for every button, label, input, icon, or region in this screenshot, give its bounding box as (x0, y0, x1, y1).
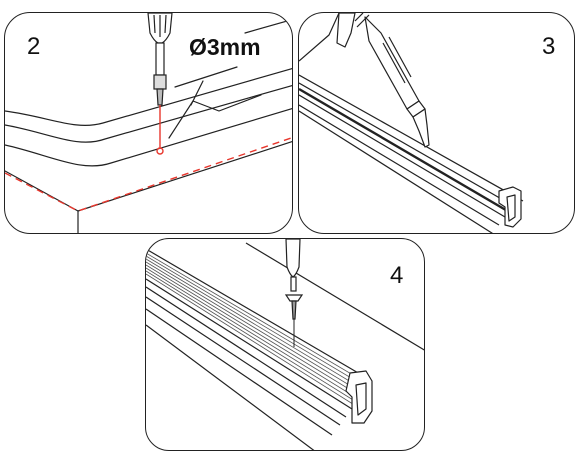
aluminum-profile (146, 296, 341, 426)
caulking-gun-icon (336, 13, 430, 148)
aluminum-profile (146, 308, 333, 436)
screwdriver-icon (284, 239, 304, 320)
aluminum-profile (299, 104, 500, 226)
wall-outline (245, 242, 424, 351)
label-leader-line (168, 94, 262, 139)
step-number: 4 (390, 262, 404, 289)
wall-outline (5, 107, 292, 167)
step-2-panel: 2 Ø3mm (4, 12, 293, 234)
drill-hole-marker (156, 147, 164, 155)
aluminum-profile (146, 286, 347, 418)
label-leader-line (174, 66, 238, 88)
step-3-illustration (299, 13, 524, 233)
step-number: 2 (27, 33, 41, 60)
aluminum-profile (146, 278, 353, 410)
step-4-illustration (146, 239, 424, 450)
mounting-guide-dashed-line (5, 136, 292, 212)
wall-outline (5, 84, 292, 143)
wall-outline (244, 18, 292, 34)
drill-diameter-label: Ø3mm (189, 34, 261, 60)
aluminum-profile (299, 94, 506, 218)
wall-outline (299, 13, 340, 62)
wall-outline (146, 324, 315, 450)
wall-outline (5, 67, 292, 126)
step-3-panel: 3 (298, 12, 575, 234)
profile-end-cap (345, 370, 373, 424)
aluminum-profile (299, 82, 520, 210)
screwdriver-icon (147, 13, 173, 106)
aluminum-profile (299, 74, 524, 202)
step-2-illustration (5, 13, 292, 233)
step-number: 3 (542, 33, 556, 60)
step-4-panel: 4 (145, 238, 425, 451)
profile-ribs (146, 252, 371, 407)
aluminum-profile (146, 248, 373, 382)
aluminum-profile (299, 110, 493, 233)
aluminum-profile (299, 87, 512, 215)
